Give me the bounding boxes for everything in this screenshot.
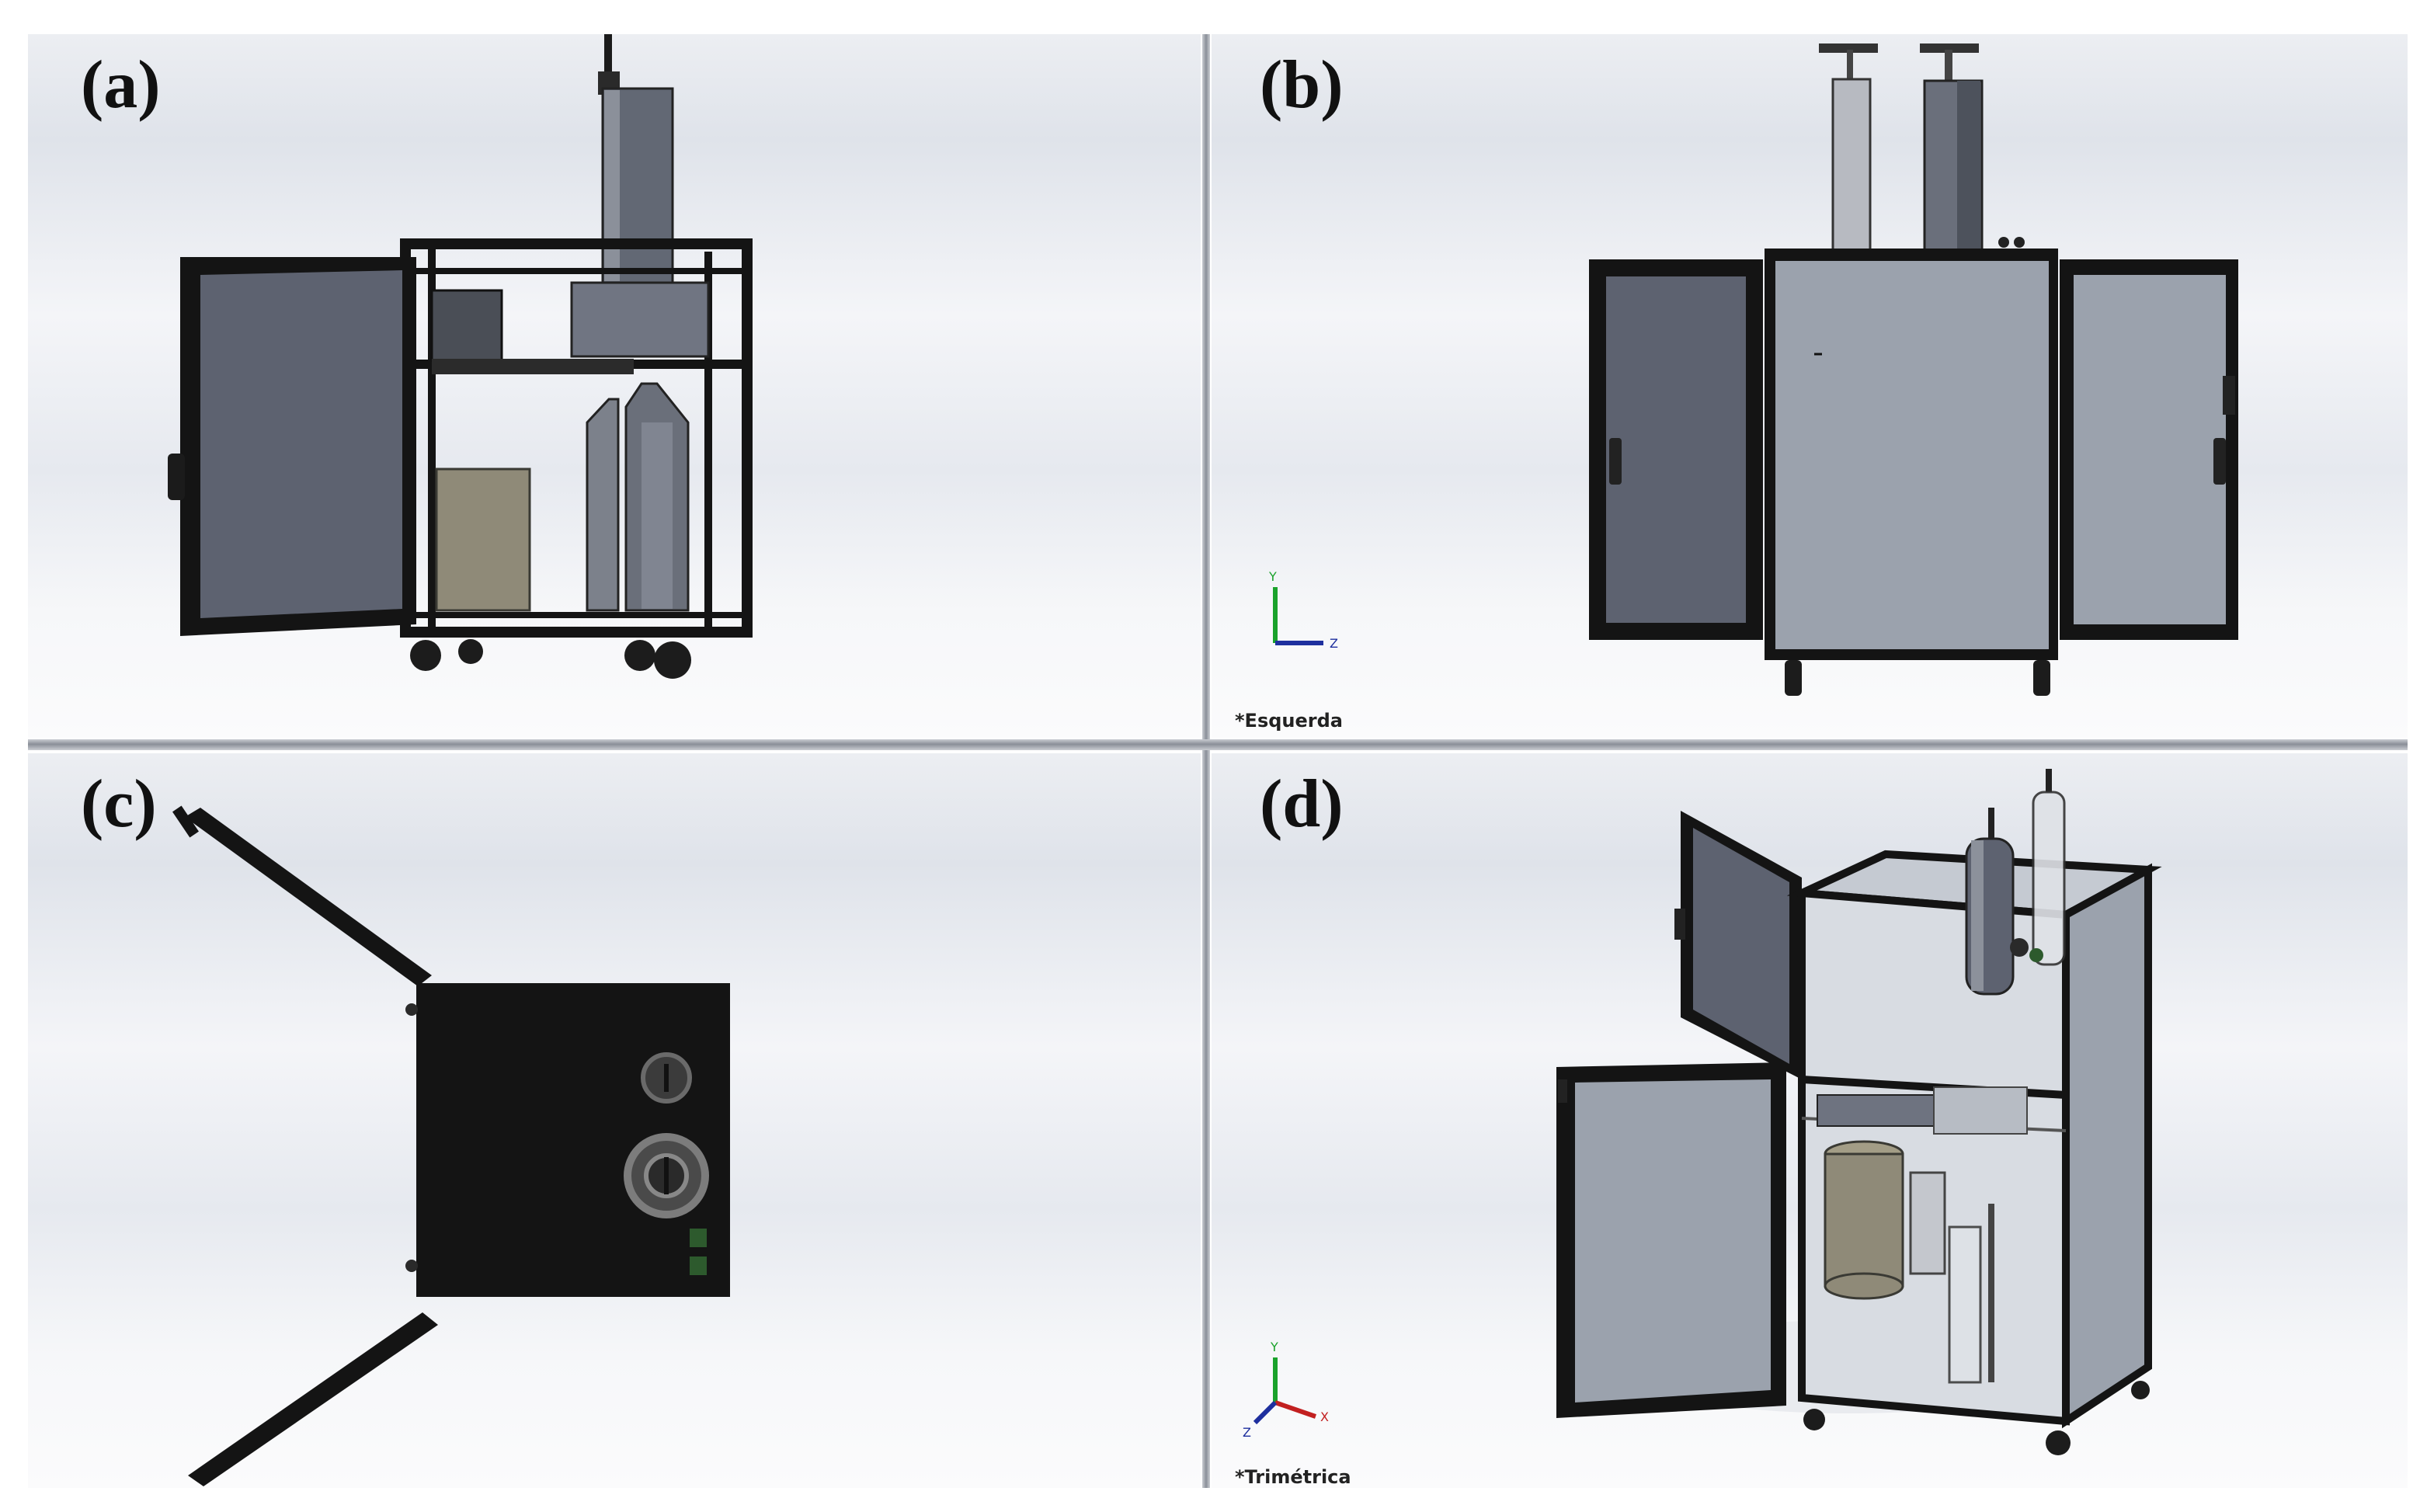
syringe-cylinder [598,34,674,284]
triad-label-x: X [1320,1409,1329,1424]
panel-label-b: (b) [1260,47,1344,123]
syringe-pumps [1819,43,1984,269]
triad-label-z: Z [1243,1425,1251,1440]
caster-wheels [410,639,691,679]
cabinet-feet [1785,660,2050,696]
viewport-d[interactable]: Y X Z (d) *Trimétrica [1212,753,2408,1488]
panel-label-d: (d) [1260,766,1344,842]
cabinet-trimetric-view-drawing: Y X Z [1243,769,2162,1455]
cabinet-side-view-drawing [168,34,753,679]
coordinate-triad-icon: Y Z [1268,569,1338,651]
power-strip [432,359,634,374]
bottles [586,382,690,612]
door-right [2060,259,2238,640]
control-unit [570,281,710,358]
open-doors-top [172,805,438,1486]
syringe-ports [624,1052,709,1218]
cabinet-top-view-drawing [172,805,730,1486]
panel-label-c: (c) [81,766,157,842]
view-orientation-label: *Esquerda [1235,710,1343,732]
caster-wheels [1803,1381,2150,1455]
door-left [1589,259,1763,640]
viewport-a[interactable]: (a) [28,34,1201,738]
coordinate-triad-icon: Y X Z [1243,1340,1329,1440]
cabinet-front-panel [1775,261,2049,649]
triad-label-z: Z [1330,636,1338,651]
open-door-left [168,257,416,636]
power-strip [1817,1094,1942,1127]
triad-label-y: Y [1270,1340,1278,1354]
connectors [690,1229,707,1275]
cabinet-right-side [2062,863,2152,1429]
panel-label-a: (a) [81,47,161,123]
viewport-c[interactable]: (c) [28,753,1201,1488]
back-door-open [1674,811,1802,1079]
control-unit [1933,1086,2028,1135]
tank [435,468,531,612]
vertical-viewport-divider[interactable] [1202,34,1210,1488]
cabinet-front-view-drawing: Y Z [1268,43,2238,696]
view-orientation-label: *Trimétrica [1235,1466,1351,1488]
front-door-open [1556,1062,1786,1418]
electronics-box [430,289,503,362]
tank [1824,1152,1904,1288]
horizontal-viewport-divider[interactable] [28,739,2408,750]
viewport-b[interactable]: Y Z (b) *Esquerda [1212,34,2408,738]
syringe-cylinders [1965,769,2066,996]
reservoir [1909,1171,1946,1275]
triad-label-y: Y [1268,569,1277,584]
